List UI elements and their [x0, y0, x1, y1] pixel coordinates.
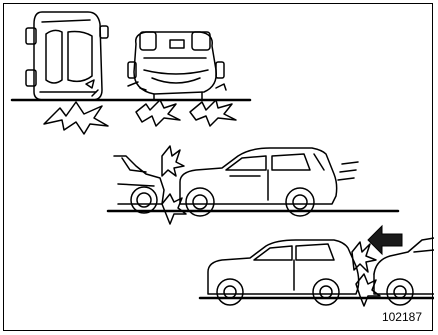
front-car [208, 240, 359, 305]
direction-arrow-icon [368, 226, 402, 254]
rear-car [374, 238, 434, 305]
impact-burst [44, 102, 108, 134]
rear-end-scene [108, 146, 398, 224]
hit-from-behind-scene [200, 238, 434, 306]
illustration-frame: 102187 [3, 3, 433, 331]
rollover-scene [12, 12, 250, 134]
struck-car [114, 156, 164, 213]
car-on-side [26, 12, 108, 100]
striking-car [180, 148, 358, 216]
figure-id: 102187 [382, 310, 422, 324]
car-upside-down [128, 32, 224, 100]
crash-illustration [4, 4, 434, 332]
